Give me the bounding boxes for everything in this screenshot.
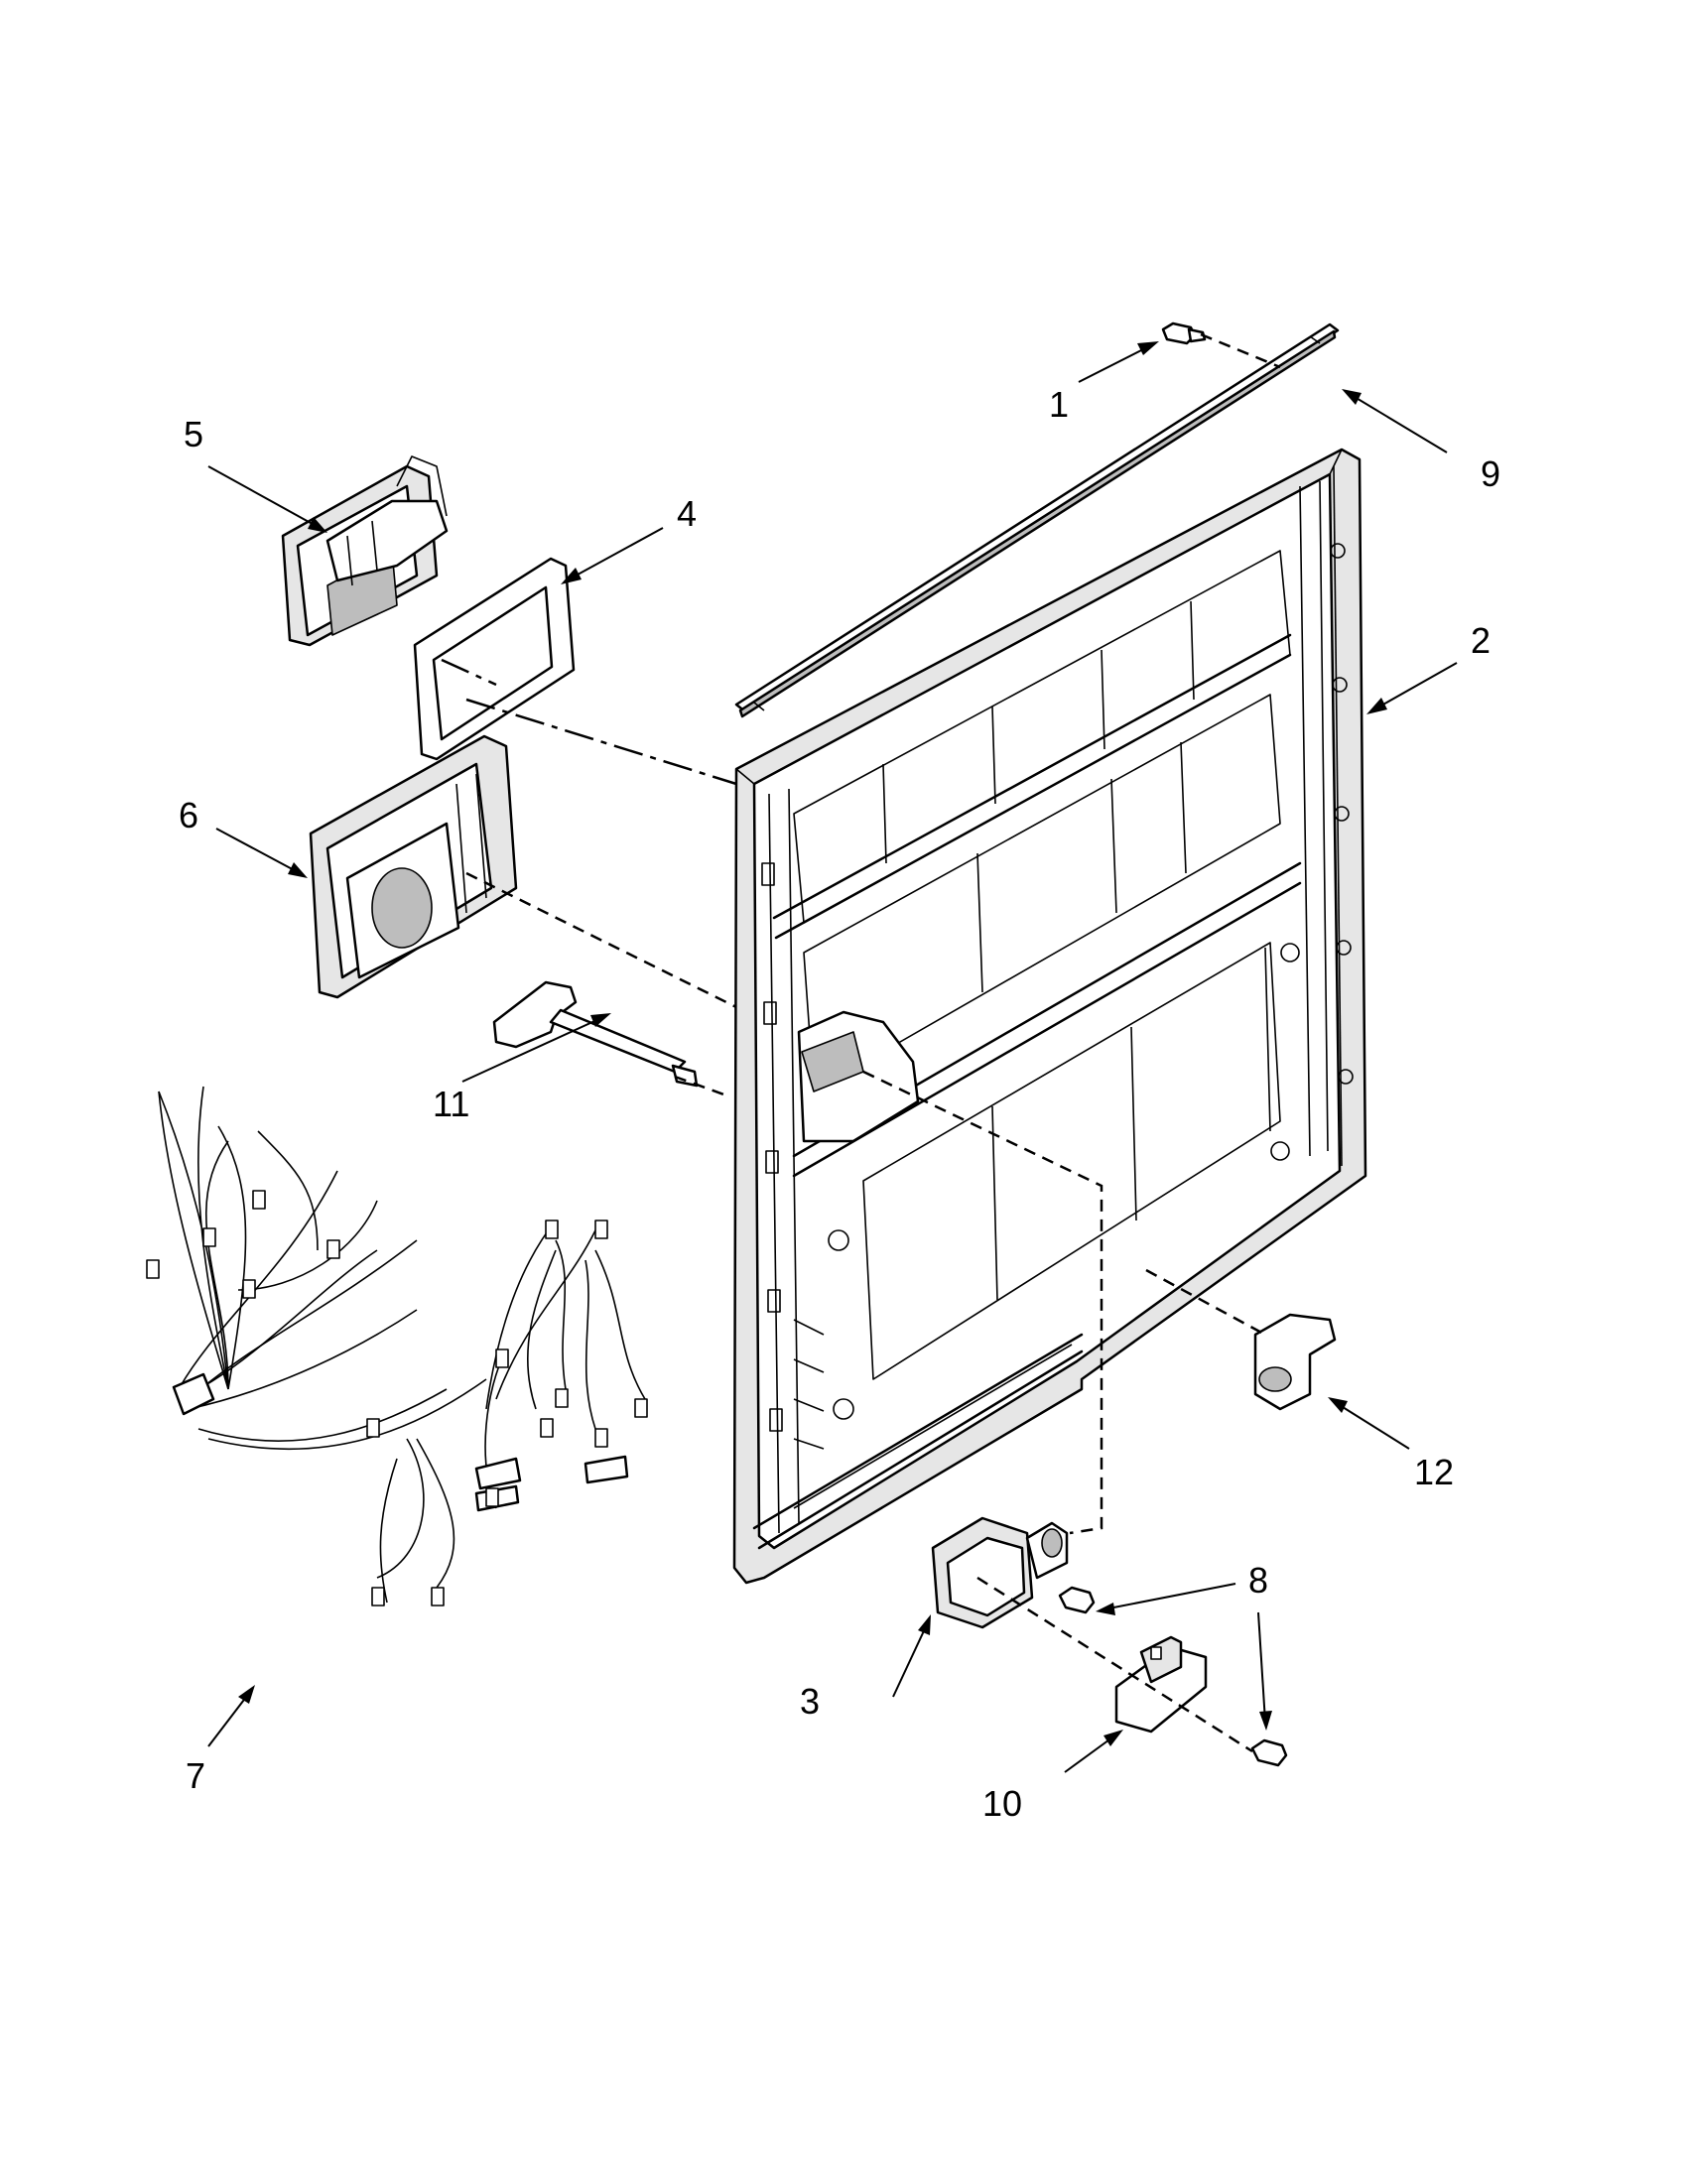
label-part-6: 6	[179, 795, 198, 835]
label-part-4: 4	[677, 493, 697, 534]
assembly-lines	[441, 332, 1281, 1753]
door-latch-part-3[interactable]	[931, 1516, 1069, 1629]
label-part-11: 11	[433, 1084, 469, 1124]
label-part-5: 5	[184, 414, 203, 454]
screw-part-8-lower[interactable]	[1250, 1738, 1288, 1767]
latch-rod-part-11[interactable]	[492, 980, 699, 1088]
bracket-part-10[interactable]	[1114, 1635, 1208, 1734]
dispenser-part-6[interactable]	[309, 734, 518, 999]
slide-part-12[interactable]	[1253, 1313, 1337, 1411]
label-part-3: 3	[800, 1681, 820, 1722]
gasket-part-4[interactable]	[413, 557, 576, 761]
screw-part-1[interactable]	[1161, 321, 1207, 345]
wire-harness-part-7[interactable]	[146, 1086, 648, 1606]
inner-door-panel[interactable]	[732, 448, 1367, 1585]
label-part-12: 12	[1414, 1452, 1454, 1492]
callout-arrows	[207, 341, 1458, 1773]
part-labels: 1 9 2 4 5 6 11 12 8 3 10 7	[179, 384, 1500, 1824]
label-part-9: 9	[1481, 453, 1500, 494]
screw-part-8-upper[interactable]	[1058, 1586, 1096, 1614]
label-part-2: 2	[1471, 620, 1491, 661]
vent-assembly-part-5[interactable]	[281, 455, 449, 647]
label-part-10: 10	[982, 1783, 1022, 1824]
label-part-1: 1	[1049, 384, 1069, 425]
label-part-8: 8	[1248, 1560, 1268, 1601]
label-part-7: 7	[186, 1755, 205, 1796]
top-trim-strip[interactable]	[734, 322, 1340, 718]
